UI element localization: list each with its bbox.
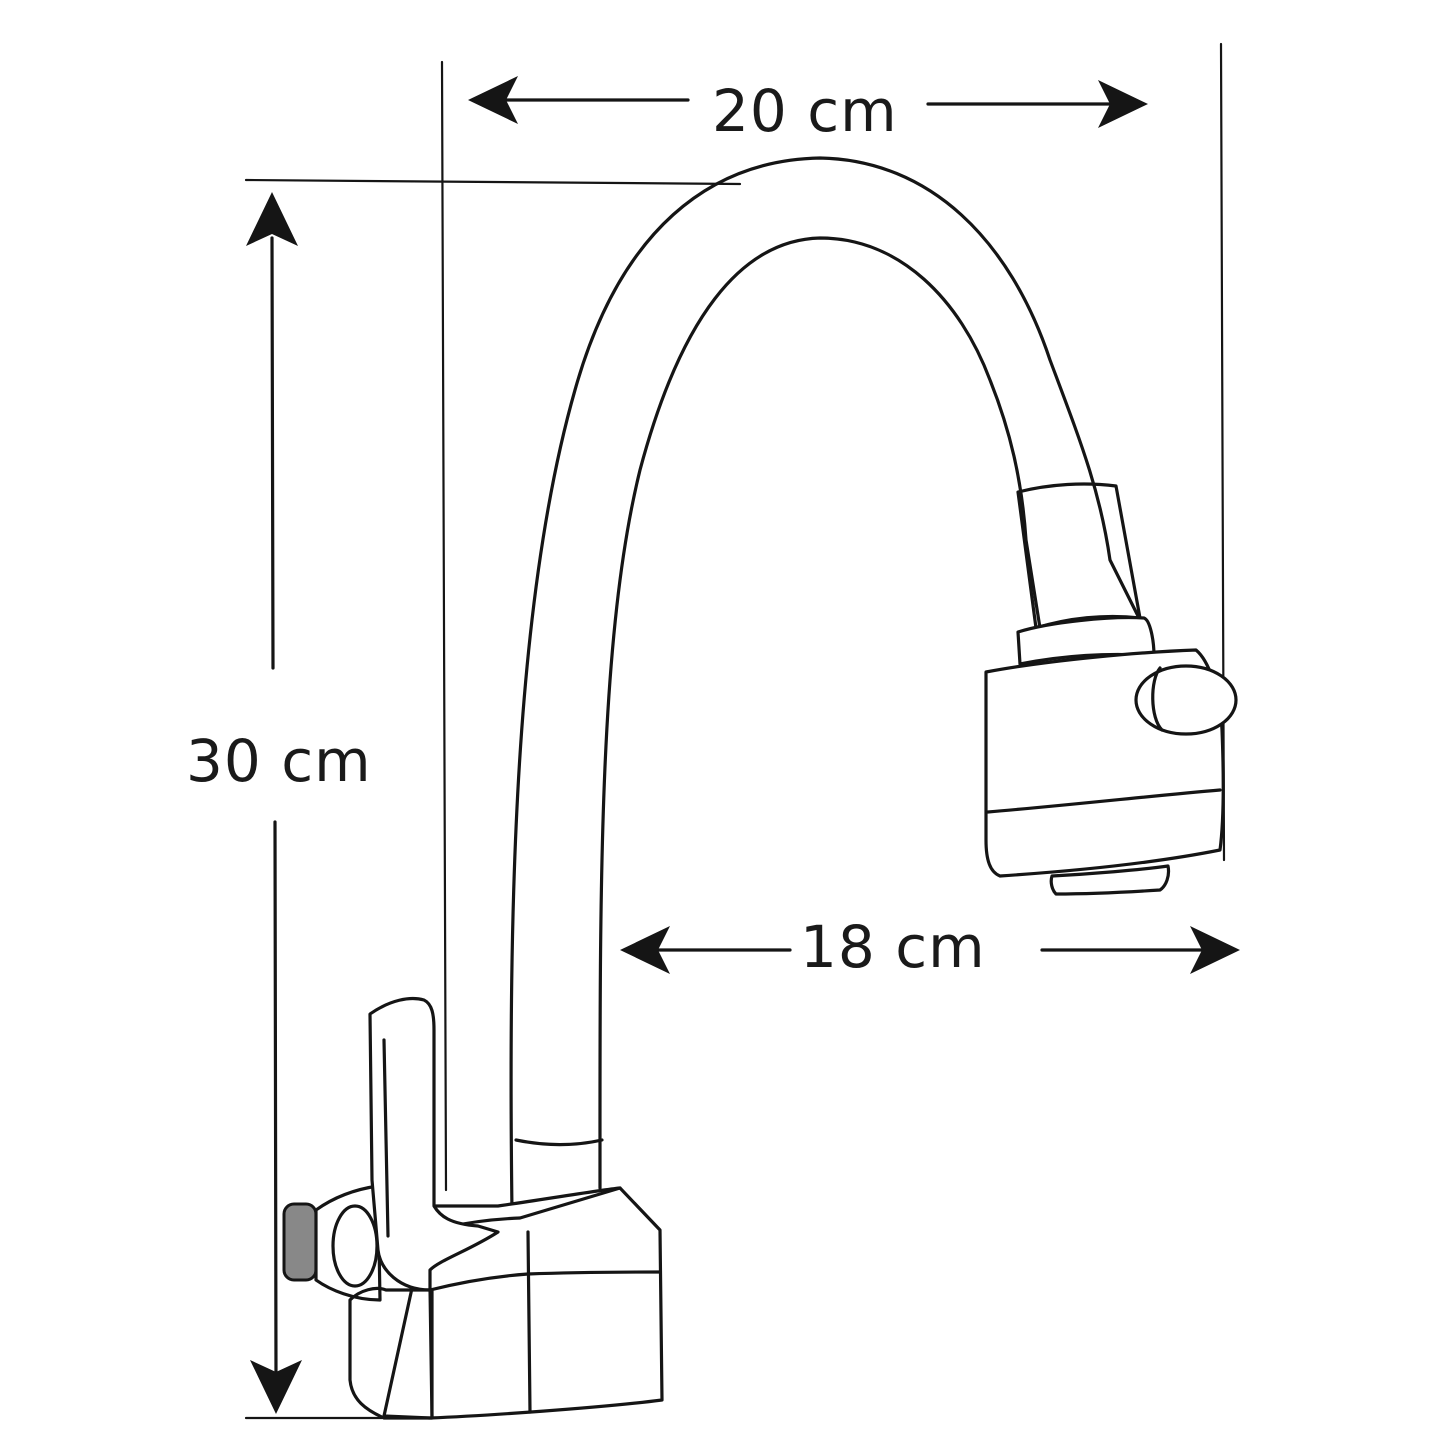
reach-dimension-arrow	[620, 926, 1240, 974]
spray-toggle-button	[1134, 664, 1238, 736]
faucet-illustration	[282, 156, 1238, 1420]
spray-head-cap	[1016, 616, 1156, 666]
width-dimension-arrow	[468, 76, 1148, 128]
lever-handle	[348, 996, 500, 1420]
spray-head-band	[986, 788, 1222, 814]
wall-inlet-connector	[282, 1184, 382, 1302]
height-dimension-arrow	[246, 192, 302, 1414]
top-extension-line	[244, 178, 742, 186]
width-label: 20 cm	[712, 77, 898, 145]
spray-nozzle	[1049, 864, 1171, 896]
left-extension-line	[440, 60, 448, 1192]
spout-base-band	[514, 1138, 604, 1147]
spout-inner-curve	[598, 236, 1042, 1190]
reach-label: 18 cm	[800, 913, 986, 981]
height-label: 30 cm	[186, 727, 372, 795]
spout-outer-curve	[509, 156, 1142, 1214]
